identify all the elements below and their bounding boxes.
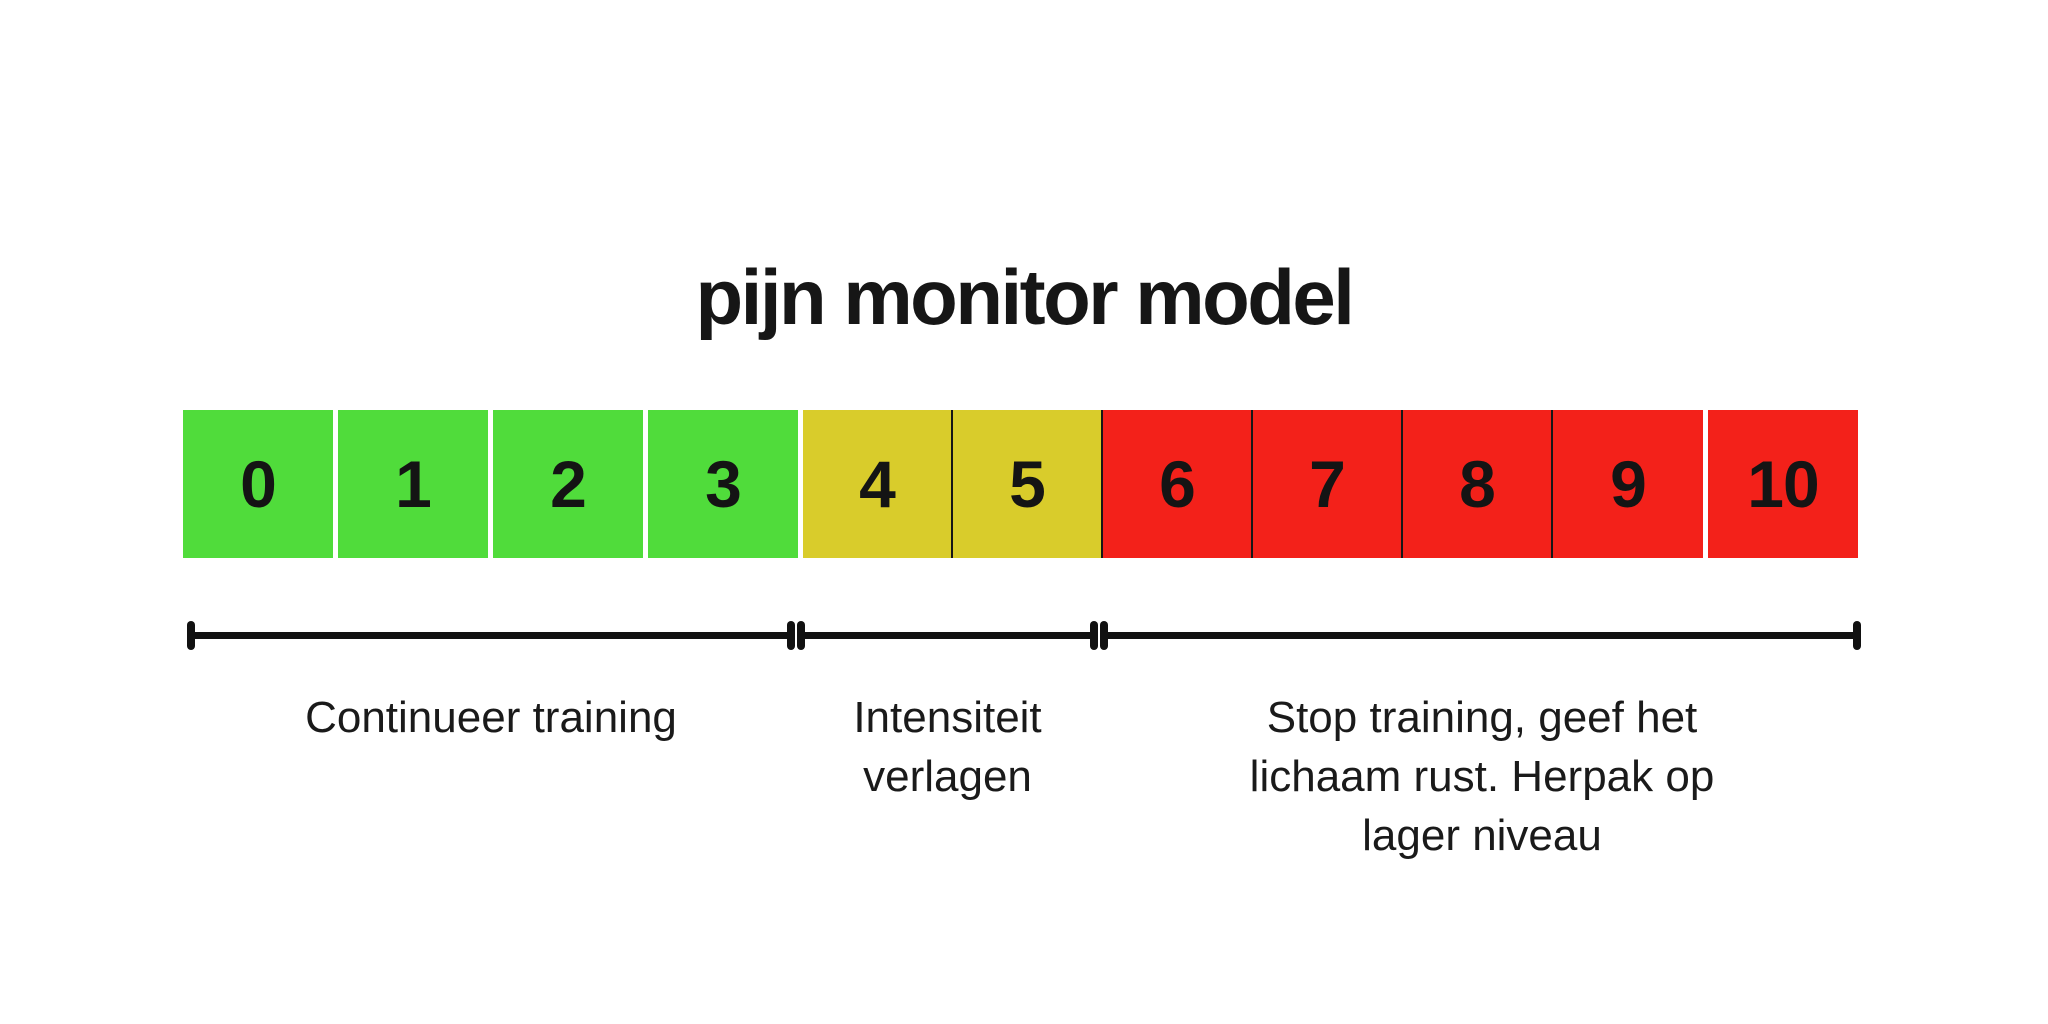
bracket-red-range xyxy=(1100,621,1861,650)
zone-label-yellow: Intensiteit verlagen xyxy=(853,693,1042,801)
scale-box-4: 4 xyxy=(803,410,953,558)
zone-label-red: Stop training, geef het lichaam rust. He… xyxy=(1249,693,1715,860)
scale-box-number: 8 xyxy=(1459,447,1496,521)
scale-box-7: 7 xyxy=(1253,410,1403,558)
scale-box-5: 5 xyxy=(953,410,1103,558)
scale-box-6: 6 xyxy=(1103,410,1253,558)
scale-box-number: 9 xyxy=(1610,447,1647,521)
pain-scale-row: 0 1 2 3 4 5 6 7 8 9 10 xyxy=(183,410,1858,558)
zone-label-green: Continueer training xyxy=(305,693,677,742)
scale-box-number: 7 xyxy=(1309,447,1346,521)
scale-box-number: 3 xyxy=(705,447,742,521)
scale-box-number: 10 xyxy=(1747,447,1819,521)
scale-box-2: 2 xyxy=(493,410,643,558)
scale-box-0: 0 xyxy=(183,410,333,558)
scale-box-number: 5 xyxy=(1009,447,1046,521)
scale-box-10: 10 xyxy=(1708,410,1858,558)
scale-box-number: 0 xyxy=(240,447,277,521)
scale-box-number: 6 xyxy=(1159,447,1196,521)
bracket-green-range xyxy=(187,621,795,650)
scale-box-1: 1 xyxy=(338,410,488,558)
scale-box-number: 4 xyxy=(859,447,896,521)
scale-box-9: 9 xyxy=(1553,410,1703,558)
page-title: pijn monitor model xyxy=(695,253,1355,341)
scale-box-number: 1 xyxy=(395,447,432,521)
scale-box-3: 3 xyxy=(648,410,798,558)
scale-box-number: 2 xyxy=(550,447,587,521)
scale-box-8: 8 xyxy=(1403,410,1553,558)
bracket-yellow-range xyxy=(797,621,1098,650)
